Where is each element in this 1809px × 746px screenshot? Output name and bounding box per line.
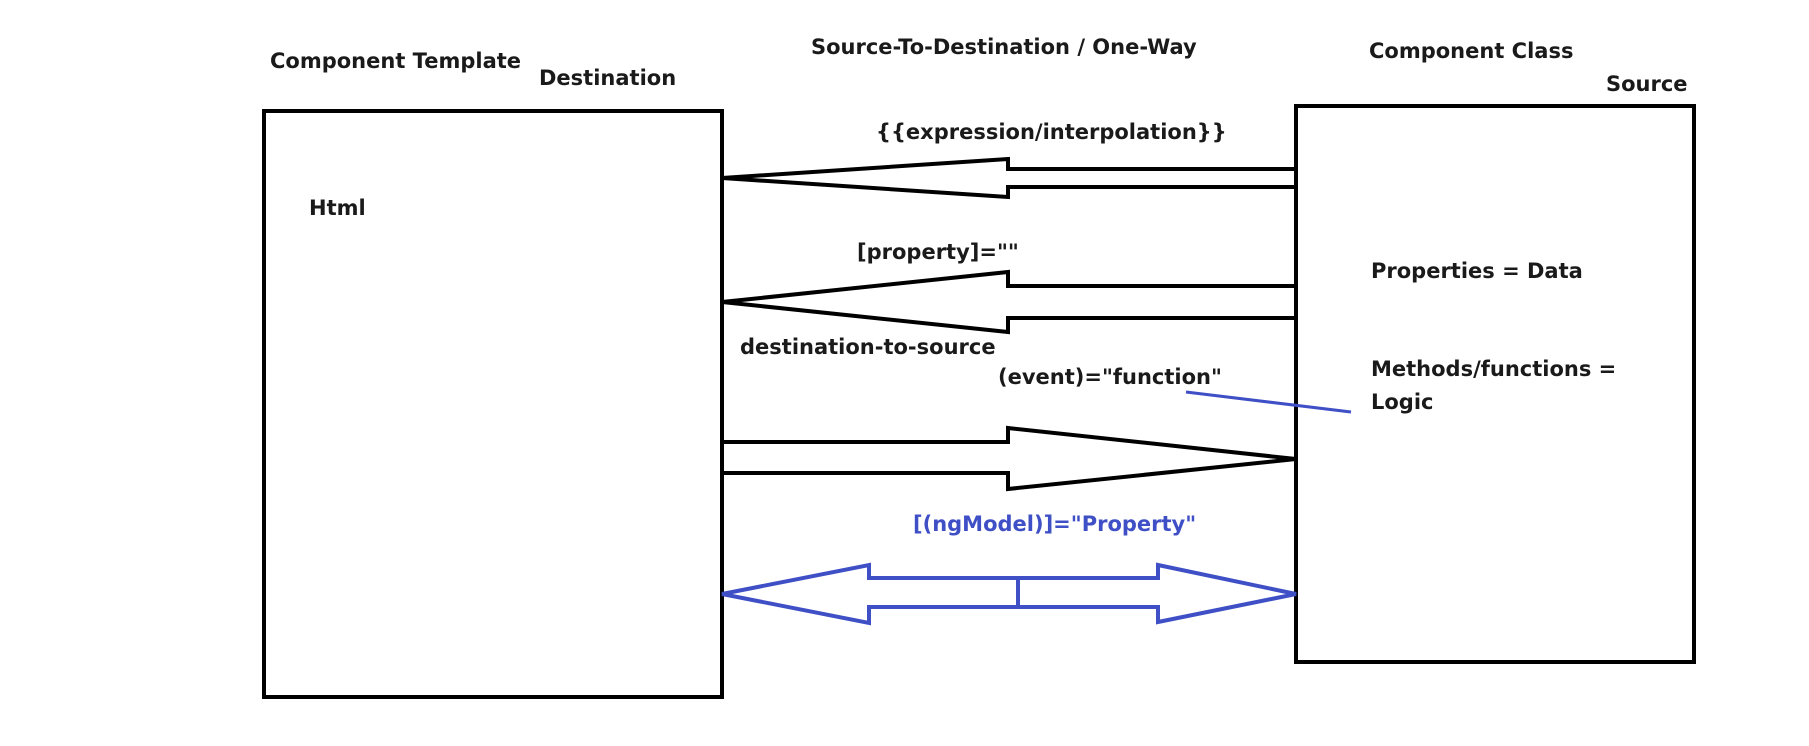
interpolation-arrow [721,156,1296,200]
event-binding-arrow [722,425,1297,492]
methods-label-line2: Logic [1371,390,1434,414]
methods-label-line1: Methods/functions = [1371,357,1617,381]
diagram-title: Source-To-Destination / One-Way [811,35,1197,59]
html-label: Html [309,196,366,220]
event-binding-label: (event)="function" [998,365,1222,389]
interpolation-label: {{expression/interpolation}} [876,120,1227,144]
properties-data-label: Properties = Data [1371,259,1583,283]
destination-label: Destination [539,66,677,90]
component-class-box [1294,104,1696,664]
ngmodel-two-way-arrow [721,562,1297,626]
source-label: Source [1606,72,1688,96]
property-binding-arrow [721,269,1296,335]
ngmodel-label: [(ngModel)]="Property" [913,512,1197,536]
destination-to-source-label: destination-to-source [740,335,996,359]
component-template-box [262,109,724,699]
component-class-label: Component Class [1369,39,1574,63]
property-binding-label: [property]="" [857,240,1019,264]
component-template-label: Component Template [270,49,522,73]
event-connector-line [1185,390,1352,414]
